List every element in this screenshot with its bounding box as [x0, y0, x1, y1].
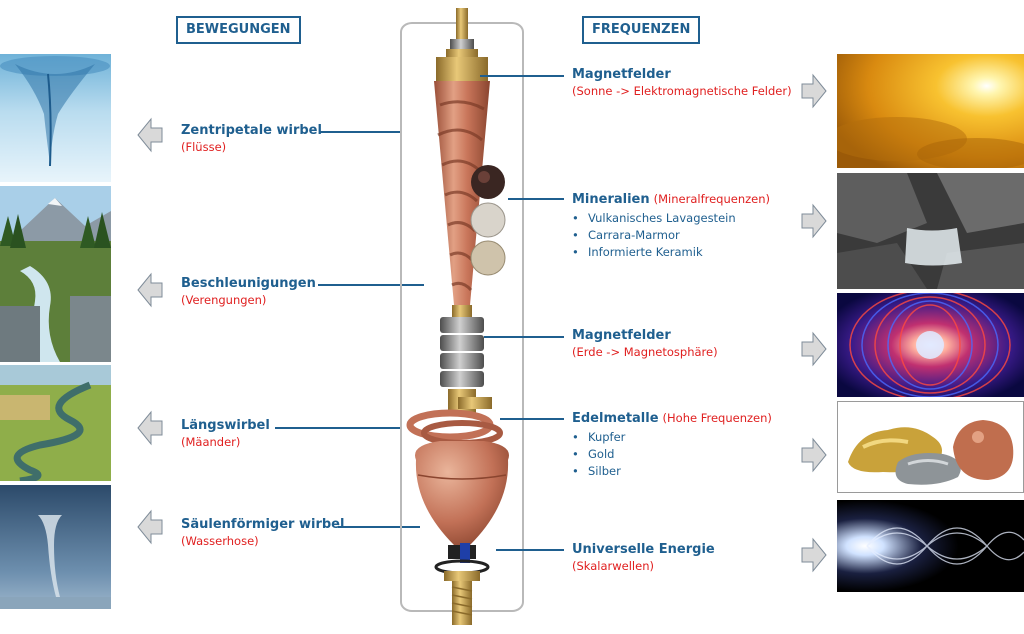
label-title: Längswirbel [181, 418, 270, 433]
label-subtitle: (Sonne -> Elektromagnetische Felder) [572, 84, 792, 98]
label-subtitle: (Skalarwellen) [572, 559, 654, 573]
leader-line [338, 526, 420, 528]
label-title: Edelmetalle [572, 411, 659, 426]
arrow-right-icon [801, 203, 827, 239]
label-laengswirbel: Längswirbel (Mäander) [181, 417, 270, 451]
label-saeulenfoermiger-wirbel: Säulenförmiger wirbel (Wasserhose) [181, 516, 344, 550]
label-title: Magnetfelder [572, 67, 671, 82]
arrow-right-icon [801, 73, 827, 109]
waterspout-image [0, 485, 111, 609]
arrow-left-icon [137, 509, 163, 545]
leader-line [275, 427, 400, 429]
header-frequenzen: FREQUENZEN [582, 16, 701, 44]
arrow-right-icon [801, 331, 827, 367]
stream-rocks-image [837, 173, 1024, 289]
label-edelmetalle: Edelmetalle (Hohe Frequenzen) Kupfer Gol… [572, 409, 772, 480]
label-zentripetale-wirbel: Zentripetale wirbel (Flüsse) [181, 122, 322, 156]
leader-line [508, 198, 564, 200]
leader-line [484, 336, 564, 338]
arrow-left-icon [137, 117, 163, 153]
arrow-left-icon [137, 272, 163, 308]
mineral-list: Vulkanisches Lavagestein Carrara-Marmor … [572, 210, 770, 261]
label-title: Zentripetale wirbel [181, 123, 322, 138]
label-paren: (Mineralfrequenzen) [653, 192, 771, 206]
sun-image [837, 54, 1024, 168]
precious-metals-image [837, 401, 1024, 493]
label-subtitle: (Erde -> Magnetosphäre) [572, 345, 718, 359]
label-paren: (Hohe Frequenzen) [662, 411, 772, 425]
label-beschleunigungen: Beschleunigungen (Verengungen) [181, 275, 316, 309]
meander-river-image [0, 365, 111, 481]
label-subtitle: (Flüsse) [181, 140, 227, 154]
scalar-energy-image [837, 500, 1024, 592]
arrow-right-icon [801, 537, 827, 573]
header-bewegungen: BEWEGUNGEN [176, 16, 301, 44]
leader-line [318, 284, 424, 286]
list-item: Kupfer [572, 429, 772, 446]
water-vortex-device [406, 8, 509, 625]
arrow-left-icon [137, 410, 163, 446]
mountain-river-image [0, 186, 111, 362]
label-subtitle: (Verengungen) [181, 293, 267, 307]
label-subtitle: (Mäander) [181, 435, 241, 449]
label-mineralien: Mineralien (Mineralfrequenzen) Vulkanisc… [572, 190, 770, 261]
label-magnetfelder-sonne: Magnetfelder (Sonne -> Elektromagnetisch… [572, 66, 792, 100]
label-title: Universelle Energie [572, 542, 715, 557]
metal-list: Kupfer Gold Silber [572, 429, 772, 480]
label-title: Säulenförmiger wirbel [181, 517, 345, 532]
leader-line [320, 131, 400, 133]
list-item: Silber [572, 463, 772, 480]
label-title: Beschleunigungen [181, 276, 316, 291]
list-item: Gold [572, 446, 772, 463]
label-universelle-energie: Universelle Energie (Skalarwellen) [572, 541, 715, 575]
leader-line [480, 75, 564, 77]
magnetosphere-image [837, 293, 1024, 397]
label-subtitle: (Wasserhose) [181, 534, 259, 548]
list-item: Carrara-Marmor [572, 227, 770, 244]
arrow-right-icon [801, 437, 827, 473]
whirlpool-image [0, 54, 111, 182]
list-item: Vulkanisches Lavagestein [572, 210, 770, 227]
leader-line [500, 418, 564, 420]
list-item: Informierte Keramik [572, 244, 770, 261]
leader-line [496, 549, 564, 551]
label-title: Mineralien [572, 192, 650, 207]
label-magnetfelder-erde: Magnetfelder (Erde -> Magnetosphäre) [572, 327, 718, 361]
label-title: Magnetfelder [572, 328, 671, 343]
